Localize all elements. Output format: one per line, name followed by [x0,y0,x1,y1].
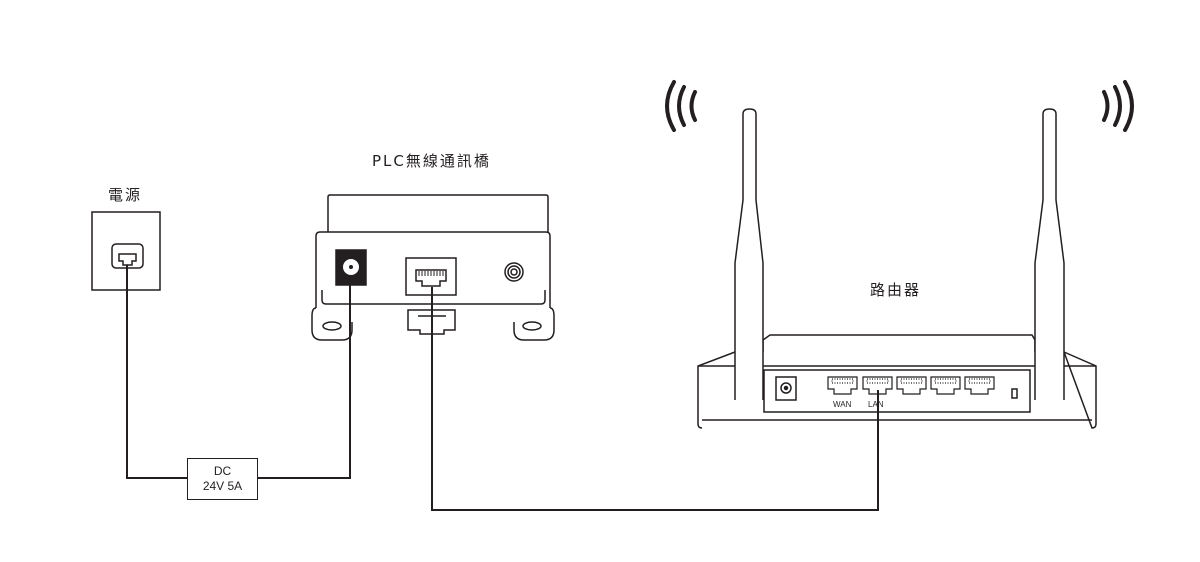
rj45-port [405,257,457,296]
coax-connector [504,262,524,282]
wifi-signal-left-icon [665,80,697,132]
plc-bridge-label: PLC無線通訊橋 [372,152,491,170]
power-cable-plc [258,268,351,479]
right-antenna [1034,108,1065,400]
adapter-type: DC [213,464,232,478]
wall-outlet [91,211,161,291]
dc-adapter: DC 24V 5A [187,458,258,500]
lan-port-label: LAN [868,400,884,409]
wifi-signal-right-icon [1102,80,1134,132]
left-antenna [734,108,764,400]
adapter-rating: 24V 5A [202,479,243,493]
router-label: 路由器 [870,281,922,299]
power-cable-outlet [126,265,187,479]
plc-bridge-device [311,194,555,341]
ethernet-cable [431,287,879,511]
power-source-label: 電源 [108,186,143,204]
wan-port-label: WAN [833,400,852,409]
router-device [697,108,1097,429]
